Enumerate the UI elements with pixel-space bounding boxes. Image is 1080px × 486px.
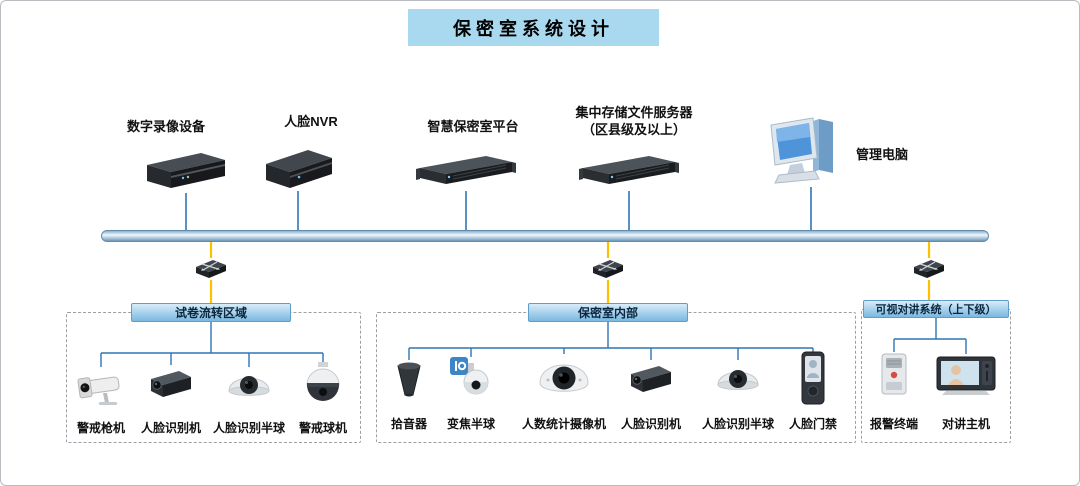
label-zoom-dome: 变焦半球: [446, 417, 495, 431]
people-counting-camera-icon: [538, 353, 590, 401]
label-storage-server-line1: 集中存储文件服务器: [575, 105, 693, 120]
sound-pickup-icon: [391, 359, 427, 401]
storage-server-icon: [579, 151, 679, 193]
face-access-terminal-icon: [798, 351, 828, 405]
label-digital-recorder: 数字录像设备: [126, 119, 205, 134]
network-switch-icon: [591, 256, 625, 282]
intercom-host-icon: [934, 353, 998, 397]
label-alert-bullet-camera: 警戒枪机: [76, 421, 125, 435]
alarm-terminal-icon: [877, 351, 911, 397]
face-recognition-dome-icon: [714, 359, 762, 401]
label-management-pc: 管理电脑: [856, 147, 909, 162]
bus-to-switch-links: [209, 241, 931, 304]
label-face-recognition-dome: 人脸识别半球: [212, 421, 285, 435]
label-face-access: 人脸门禁: [788, 417, 837, 431]
management-pc-icon: [763, 113, 853, 191]
group-banner-intercom: 可视对讲系统（上下级）: [863, 300, 1009, 318]
face-recognition-camera-icon: [146, 364, 196, 404]
label-storage-server: 集中存储文件服务器 （区县级及以上）: [559, 105, 709, 139]
smart-platform-server-icon: [416, 151, 516, 193]
label-face-recognition-camera-2: 人脸识别机: [620, 417, 681, 431]
network-switch-icon: [912, 256, 946, 282]
label-face-nvr: 人脸NVR: [284, 114, 338, 129]
face-recognition-dome-icon: [225, 365, 273, 407]
group-banner-exam-area: 试卷流转区域: [131, 303, 291, 322]
zoom-dome-camera-icon: [448, 355, 494, 399]
alert-bullet-camera-icon: [75, 363, 127, 407]
network-bus: [101, 230, 989, 242]
label-alarm-terminal: 报警终端: [869, 417, 918, 431]
alert-ptz-camera-icon: [301, 361, 345, 407]
label-people-counting-camera: 人数统计摄像机: [521, 417, 606, 431]
label-face-recognition-dome-2: 人脸识别半球: [701, 417, 774, 431]
label-intercom-host: 对讲主机: [941, 417, 990, 431]
face-nvr-icon: [261, 143, 337, 195]
diagram-title: 保密室系统设计: [408, 9, 659, 46]
label-sound-pickup: 拾音器: [390, 417, 427, 431]
face-recognition-camera-icon: [626, 359, 676, 399]
label-face-recognition-camera: 人脸识别机: [140, 421, 201, 435]
label-alert-ptz-camera: 警戒球机: [298, 421, 347, 435]
group-banner-secret-room: 保密室内部: [528, 303, 688, 322]
label-smart-platform: 智慧保密室平台: [427, 119, 519, 134]
digital-recorder-icon: [139, 147, 231, 195]
label-storage-server-line2: （区县级及以上）: [581, 121, 686, 137]
network-switch-icon: [194, 256, 228, 282]
